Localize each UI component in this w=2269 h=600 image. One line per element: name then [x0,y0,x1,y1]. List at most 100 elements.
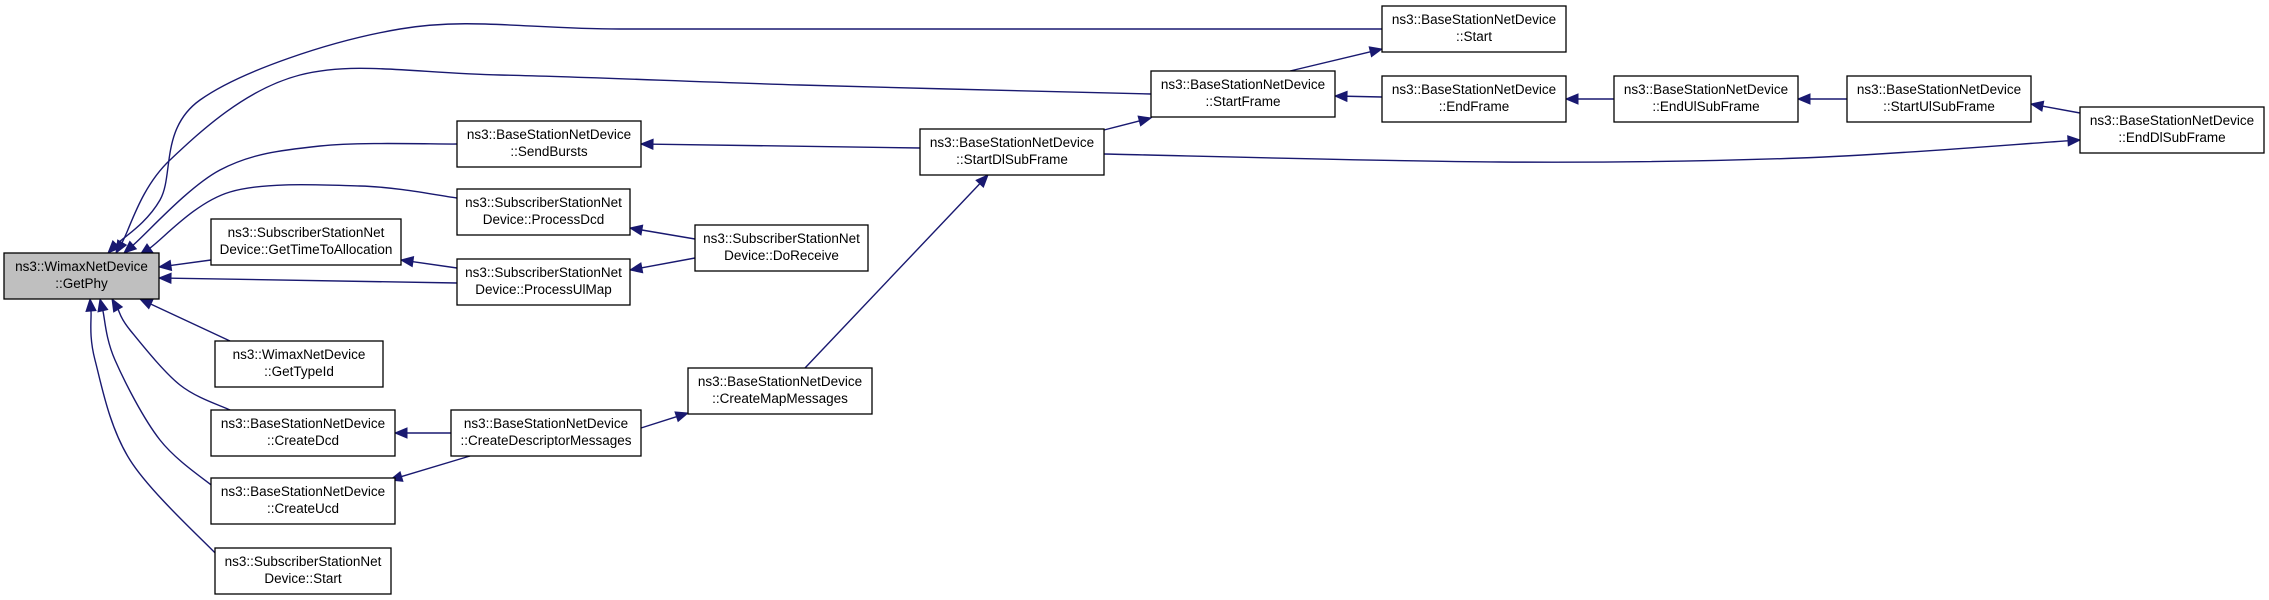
node-box[interactable] [687,367,873,415]
node-label-line-2: ::GetPhy [55,276,108,291]
node-gettypeid[interactable]: ns3::WimaxNetDevice::GetTypeId [214,340,384,388]
edge-arrowhead [138,298,154,310]
node-sendbursts[interactable]: ns3::BaseStationNetDevice::SendBursts [456,120,642,168]
edge-arrowhead [2067,135,2082,147]
node-label-line-1: ns3::BaseStationNetDevice [930,135,1094,150]
node-box[interactable] [3,252,160,300]
node-createmap[interactable]: ns3::BaseStationNetDevice::CreateMapMess… [687,367,873,415]
node-label-line-1: ns3::SubscriberStationNet [703,231,860,246]
node-processulmap[interactable]: ns3::SubscriberStationNetDevice::Process… [456,258,631,306]
node-endulsub[interactable]: ns3::BaseStationNetDevice::EndUlSubFrame [1613,75,1799,123]
node-box[interactable] [456,258,631,306]
edge-doreceive-to-processdcd [628,224,696,240]
edge-startdlsub-to-startframe [1103,115,1153,131]
edge-gettime-to-getphy [157,259,212,272]
node-label-line-2: Device::ProcessDcd [483,212,605,227]
node-label-line-1: ns3::SubscriberStationNet [465,265,622,280]
edge-line [102,310,216,489]
node-getphy[interactable]: ns3::WimaxNetDevice::GetPhy [3,252,160,300]
node-label-line-1: ns3::BaseStationNetDevice [2090,113,2254,128]
node-box[interactable] [210,477,396,525]
node-box[interactable] [1613,75,1799,123]
node-label-line-1: ns3::BaseStationNetDevice [1392,12,1556,27]
edge-arrowhead [115,239,128,255]
edge-arrowhead [123,240,138,254]
node-label-line-2: ::CreateDescriptorMessages [460,433,631,448]
node-processdcd[interactable]: ns3::SubscriberStationNetDevice::Process… [456,188,631,236]
node-createucd[interactable]: ns3::BaseStationNetDevice::CreateUcd [210,477,396,525]
edge-arrowhead [628,262,644,274]
edge-doreceive-to-processulmap [628,257,696,274]
node-startdlsub[interactable]: ns3::BaseStationNetDevice::StartDlSubFra… [919,128,1105,176]
node-label-line-2: ::EndFrame [1439,99,1510,114]
node-label-line-2: ::SendBursts [510,144,588,159]
node-box[interactable] [1846,75,2032,123]
node-createdcd[interactable]: ns3::BaseStationNetDevice::CreateDcd [210,409,396,457]
node-startulsub[interactable]: ns3::BaseStationNetDevice::StartUlSubFra… [1846,75,2032,123]
node-endframe[interactable]: ns3::BaseStationNetDevice::EndFrame [1381,75,1567,123]
node-label-line-2: Device::DoReceive [724,248,839,263]
edge-arrowhead [399,256,415,268]
edge-arrowhead [97,297,109,313]
node-gettime[interactable]: ns3::SubscriberStationNetDevice::GetTime… [210,218,402,266]
nodes-layer: ns3::WimaxNetDevice::GetPhyns3::BaseStat… [3,5,2265,595]
node-box[interactable] [1381,5,1567,53]
edge-createdesc-to-createdcd [393,427,451,439]
node-box[interactable] [2079,106,2265,154]
node-label-line-2: ::EndDlSubFrame [2118,130,2225,145]
node-createdesc[interactable]: ns3::BaseStationNetDevice::CreateDescrip… [450,409,642,457]
edge-line [1103,140,2069,163]
edge-arrowhead [157,259,173,272]
edge-createdesc-to-createucd [388,455,471,482]
edge-line [1346,95,1383,98]
node-box[interactable] [214,547,392,595]
edge-arrowhead [157,272,172,284]
edge-enddlsub-to-startulsub [2029,100,2081,114]
edge-endframe-to-startframe [1333,90,1383,103]
edge-arrowhead [674,411,690,423]
node-enddlsub[interactable]: ns3::BaseStationNetDevice::EndDlSubFrame [2079,106,2265,154]
edge-createdcd-to-getphy [111,297,231,411]
edge-arrowhead [2029,100,2045,112]
node-box[interactable] [456,188,631,236]
edges-layer [85,23,2082,559]
edge-line [412,261,458,269]
node-box[interactable] [450,409,642,457]
node-box[interactable] [210,409,396,457]
edge-startdlsub-to-enddlsub [1103,135,2082,163]
node-label-line-2: ::StartDlSubFrame [956,152,1068,167]
edge-startdlsub-to-sendbursts [639,138,921,150]
node-box[interactable] [1381,75,1567,123]
node-box[interactable] [210,218,402,266]
node-label-line-1: ns3::BaseStationNetDevice [1161,77,1325,92]
node-bs_start[interactable]: ns3::BaseStationNetDevice::Start [1381,5,1567,53]
edge-bs_start-to-getphy [107,23,1382,254]
node-box[interactable] [1150,70,1336,118]
edge-arrowhead [639,138,654,150]
node-label-line-1: ns3::WimaxNetDevice [15,259,148,274]
node-startframe[interactable]: ns3::BaseStationNetDevice::StartFrame [1150,70,1336,118]
node-label-line-1: ns3::BaseStationNetDevice [467,127,631,142]
node-box[interactable] [214,340,384,388]
node-label-line-2: ::CreateMapMessages [712,391,848,406]
edge-line [117,309,231,411]
node-label-line-1: ns3::BaseStationNetDevice [1392,82,1556,97]
edge-arrowhead [111,297,124,313]
edge-arrowhead [393,427,408,439]
node-label-line-1: ns3::BaseStationNetDevice [1624,82,1788,97]
node-box[interactable] [919,128,1105,176]
edge-gettypeid-to-getphy [138,298,231,342]
edge-arrowhead [975,174,989,188]
node-label-line-2: ::EndUlSubFrame [1652,99,1759,114]
edge-line [121,67,1152,243]
node-box[interactable] [694,224,869,272]
edge-line [641,257,696,269]
node-label-line-1: ns3::SubscriberStationNet [465,195,622,210]
node-label-line-1: ns3::BaseStationNetDevice [221,416,385,431]
edge-line [115,23,1382,245]
node-label-line-2: ::StartUlSubFrame [1883,99,1995,114]
node-box[interactable] [456,120,642,168]
node-doreceive[interactable]: ns3::SubscriberStationNetDevice::DoRecei… [694,224,869,272]
